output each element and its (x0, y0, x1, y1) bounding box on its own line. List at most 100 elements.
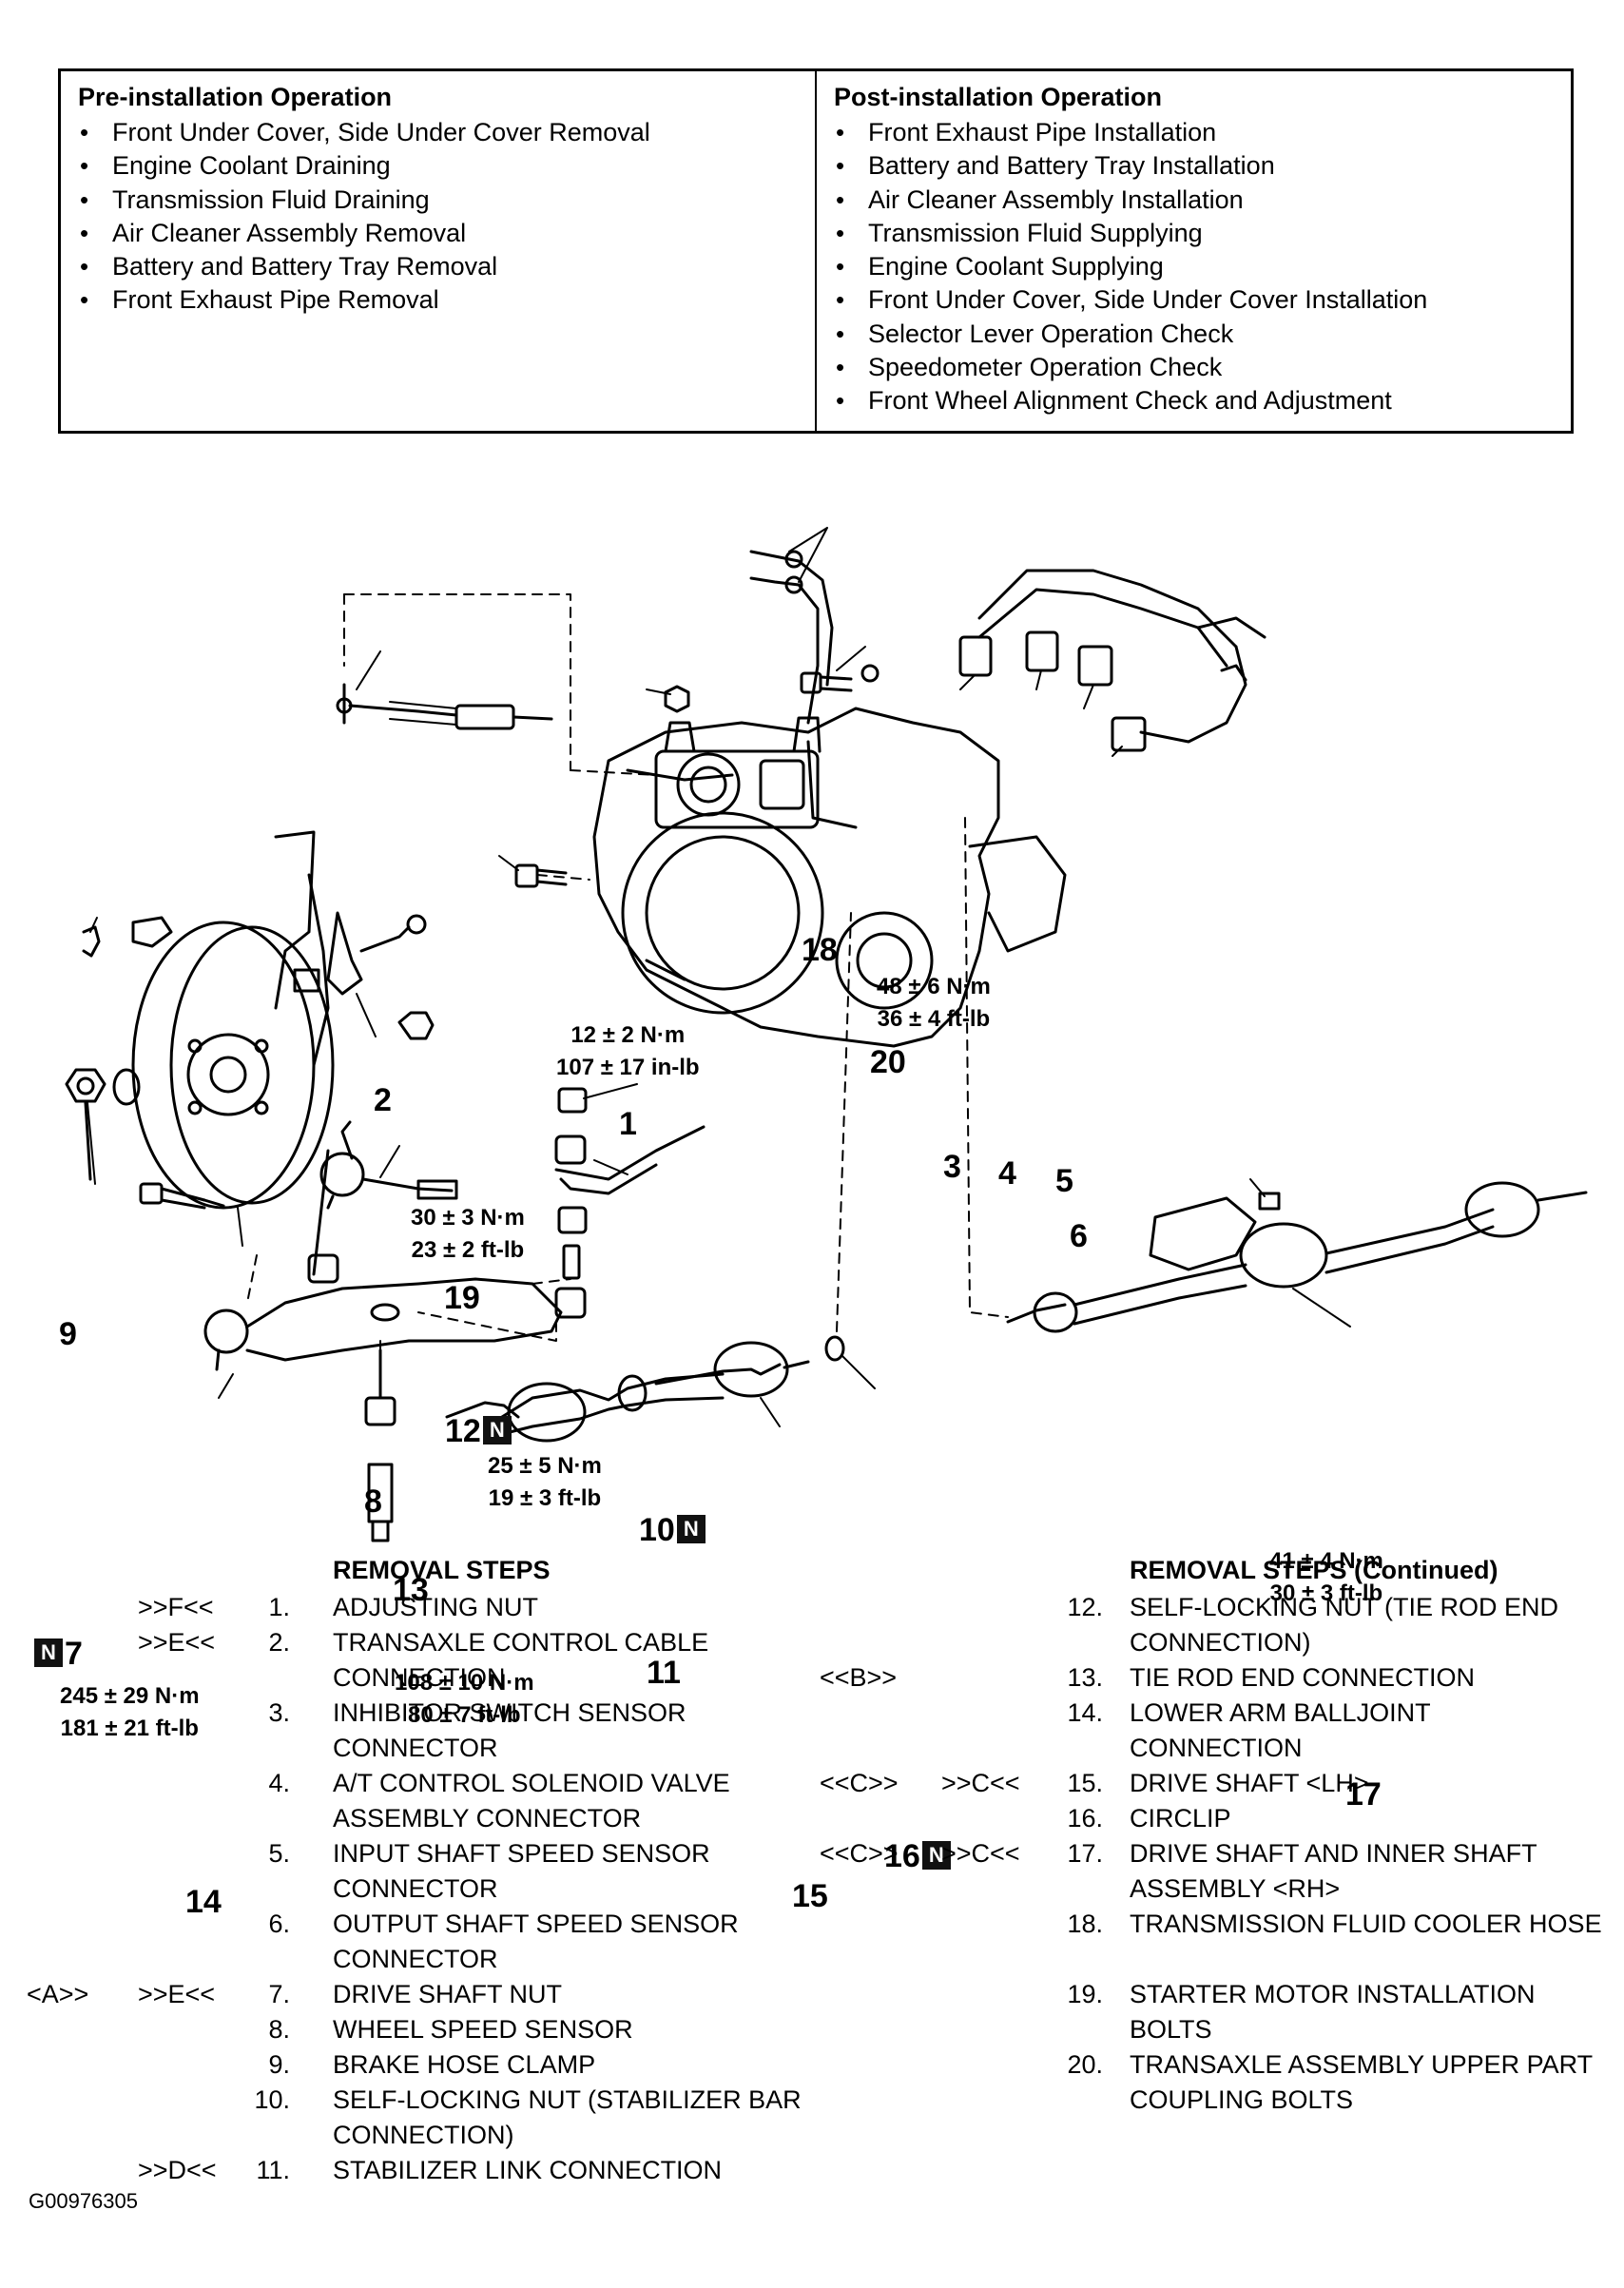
callout-14: 14 (185, 1884, 222, 1920)
removal-step: 3. INHIBITOR SWITCH SENSOR CONNECTOR (0, 1696, 1624, 1766)
callout-13: 13 (393, 1572, 429, 1608)
step-reference-removal: <<C>> (820, 1839, 899, 1868)
step-reference-removal: <<C>> (820, 1769, 899, 1797)
removal-step: 4.A/T CONTROL SOLENOID VALVE ASSEMBLY CO… (0, 1766, 1624, 1836)
wiring-harness-drawing (958, 569, 1266, 752)
list-item: Air Cleaner Assembly Installation (834, 184, 1557, 218)
callout-1: 1 (619, 1106, 637, 1142)
step-text: TRANSMISSION FLUID COOLER HOSE (1130, 1910, 1602, 1938)
adjusting-nut-drawing (664, 685, 690, 713)
step-number: 3. (268, 1698, 290, 1727)
step-reference-installation: >>E<< (138, 1980, 216, 2008)
removal-step: 6.OUTPUT SHAFT SPEED SENSOR CONNECTOR (0, 1907, 1624, 1977)
callout-2: 2 (374, 1082, 392, 1118)
removal-step: >>F<<1.ADJUSTING NUT (0, 1590, 1624, 1625)
step-text: INHIBITOR SWITCH SENSOR CONNECTOR (333, 1698, 686, 1762)
list-item: Battery and Battery Tray Installation (834, 149, 1557, 184)
torque-imperial: 30 ± 3 ft-lb (1269, 1580, 1383, 1606)
torque-spec-17: 41 ± 4 N·m 30 ± 3 ft-lb (1269, 1545, 1383, 1610)
list-item: Speedometer Operation Check (834, 351, 1557, 385)
torque-metric: 25 ± 5 N·m (488, 1453, 602, 1479)
step-number: 16. (1067, 1804, 1103, 1832)
knuckle-bolt-drawing (139, 1182, 225, 1210)
list-item: Front Under Cover, Side Under Cover Remo… (78, 116, 802, 150)
torque-spec-1: 12 ± 2 N·m 107 ± 17 in-lb (556, 1019, 700, 1084)
callout-15: 15 (792, 1878, 828, 1914)
step-number: 19. (1067, 1980, 1103, 2008)
pre-installation-title: Pre-installation Operation (78, 83, 393, 111)
step-reference-installation: >>E<< (138, 1628, 216, 1657)
step-text: DRIVE SHAFT NUT (333, 1980, 563, 2008)
list-item: Front Exhaust Pipe Removal (78, 283, 802, 318)
leader-lines (246, 593, 1009, 1389)
step-reference-removal: <A>> (27, 1980, 89, 2008)
valve-body-drawing (654, 716, 822, 829)
step-number: 20. (1067, 2050, 1103, 2079)
torque-metric: 108 ± 10 N·m (395, 1670, 534, 1696)
torque-spec-13: 108 ± 10 N·m 80 ± 7 ft-lb (395, 1667, 534, 1732)
removal-step: 19. STARTER MOTOR INSTALLATION BOLTS (0, 1977, 1624, 2047)
removal-steps-heading: REMOVAL STEPS (333, 1556, 551, 1584)
new-part-badge: N (482, 1416, 512, 1445)
figure-code: G00976305 (29, 2189, 138, 2213)
step-reference-removal: <<B>> (820, 1663, 898, 1692)
torque-imperial: 181 ± 21 ft-lb (60, 1716, 199, 1741)
callout-18: 18 (802, 932, 838, 968)
step-number: 17. (1067, 1839, 1103, 1868)
step-text: DRIVE SHAFT <LH> (1130, 1769, 1369, 1797)
step-text: DRIVE SHAFT AND INNER SHAFT ASSEMBLY <RH… (1130, 1839, 1537, 1903)
brake-hose-clamp-drawing (82, 916, 173, 958)
torque-imperial: 107 ± 17 in-lb (556, 1055, 700, 1080)
removal-step: <A>> >>E<< 7. DRIVE SHAFT NUT (0, 1977, 1624, 2012)
callout-10-number: 10 (639, 1512, 675, 1548)
operations-table: Pre-installation Operation Front Under C… (58, 68, 1574, 434)
step-text: STABILIZER LINK CONNECTION (333, 2156, 723, 2184)
torque-metric: 30 ± 3 N·m (411, 1205, 525, 1231)
step-number: 9. (268, 2050, 290, 2079)
drive-shaft-lh-drawing (445, 1341, 810, 1443)
callout-20: 20 (870, 1044, 906, 1080)
callout-3: 3 (943, 1149, 961, 1185)
drive-shaft-nut-drawing (65, 1068, 141, 1181)
knuckle-hub-drawing (131, 830, 335, 1210)
callout-5: 5 (1055, 1163, 1073, 1199)
torque-metric: 12 ± 2 N·m (570, 1022, 686, 1048)
step-text: OUTPUT SHAFT SPEED SENSOR CONNECTOR (333, 1910, 739, 1973)
list-item: Transmission Fluid Supplying (834, 217, 1557, 251)
callout-8: 8 (364, 1483, 382, 1520)
wheel-speed-sensor-drawing (326, 911, 427, 996)
list-item: Transmission Fluid Draining (78, 184, 802, 218)
fluid-cooler-hose-drawing (749, 550, 834, 725)
torque-spec-7: 245 ± 29 N·m 181 ± 21 ft-lb (60, 1680, 200, 1745)
callout-leaders (87, 527, 1351, 1427)
step-number: 13. (1067, 1663, 1103, 1692)
pre-installation-list: Front Under Cover, Side Under Cover Remo… (78, 116, 802, 318)
step-text: TRANSAXLE CONTROL CABLE CONNECTION (333, 1628, 709, 1692)
step-number: 7. (268, 1980, 290, 2008)
torque-metric: 48 ± 6 N·m (877, 974, 991, 999)
tie-rod-end-drawing (319, 1120, 458, 1210)
step-number: 12. (1067, 1593, 1103, 1621)
step-number: 15. (1067, 1769, 1103, 1797)
step-number: 2. (268, 1628, 290, 1657)
removal-step: 14.LOWER ARM BALLJOINT CONNECTION (0, 1696, 1624, 1766)
stabilizer-link-drawing (307, 1087, 706, 1319)
callout-11: 11 (647, 1655, 681, 1691)
list-item: Air Cleaner Assembly Removal (78, 217, 802, 251)
removal-step: >>E<< 2. TRANSAXLE CONTROL CABLE CONNECTIO… (0, 1625, 1624, 1696)
step-reference-installation: >>F<< (138, 1593, 214, 1621)
torque-metric: 41 ± 4 N·m (1269, 1548, 1383, 1574)
step-text: STARTER MOTOR INSTALLATION BOLTS (1130, 1980, 1536, 2044)
step-text: TRANSAXLE ASSEMBLY UPPER PART COUPLING B… (1130, 2050, 1593, 2114)
list-item: Front Wheel Alignment Check and Adjustme… (834, 384, 1557, 418)
removal-step: 5.INPUT SHAFT SPEED SENSOR CONNECTOR (0, 1836, 1624, 1907)
new-part-badge: N (921, 1841, 951, 1871)
callout-9: 9 (59, 1316, 77, 1352)
pre-installation-column: Pre-installation Operation Front Under C… (61, 71, 815, 431)
step-number: 8. (268, 2015, 290, 2044)
step-text: A/T CONTROL SOLENOID VALVE ASSEMBLY CONN… (333, 1769, 730, 1832)
removal-step: 8.WHEEL SPEED SENSOR (0, 2012, 1624, 2047)
removal-step: <<C>>>>C<<17.DRIVE SHAFT AND INNER SHAFT… (0, 1836, 1624, 1907)
removal-step: >>D<<11.STABILIZER LINK CONNECTION (0, 2153, 1624, 2188)
